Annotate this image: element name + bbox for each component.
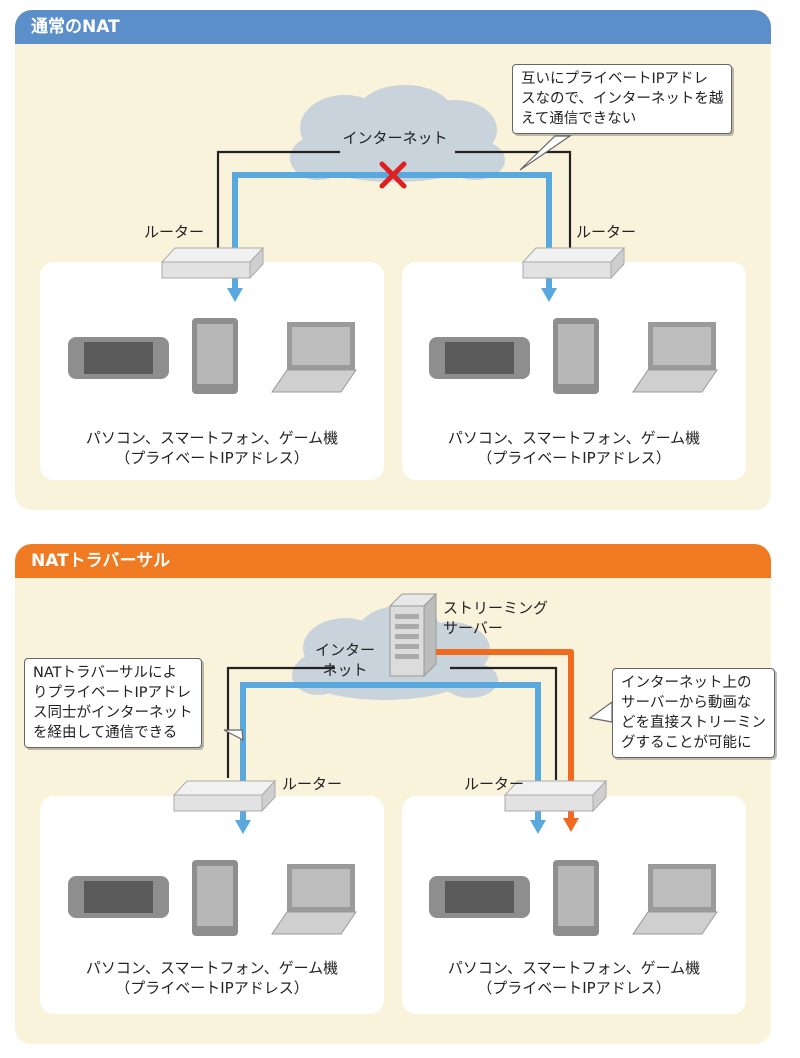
header-normal-nat: 通常のNAT: [15, 10, 771, 44]
smartphone-icon: [553, 860, 599, 936]
router-icon: [172, 779, 277, 813]
cloud-icon: [290, 85, 505, 182]
devices-left-label: パソコン、スマートフォン、ゲーム機 （プライベートIPアドレス）: [85, 959, 339, 997]
note-nat-traversal: NATトラバーサルによ りプライベートIPアドレ ス同士がインターネット を経由…: [24, 658, 202, 748]
router-icon: [503, 779, 608, 813]
server-icon: [388, 592, 438, 678]
laptop-icon: [632, 864, 718, 935]
blue-connection-arrow: [235, 682, 546, 834]
router-right-label: ルーター: [464, 775, 525, 793]
header-nat-traversal: NATトラバーサル: [15, 544, 771, 578]
server-label: ストリーミング サーバー: [443, 599, 549, 637]
router-right-label: ルーター: [576, 223, 637, 241]
router-icon: [521, 246, 626, 280]
router-icon: [160, 246, 265, 280]
router-left-label: ルーター: [144, 223, 205, 241]
smartphone-icon: [192, 860, 238, 936]
devices-left-label: パソコン、スマートフォン、ゲーム機 （プライベートIPアドレス）: [85, 429, 339, 467]
game-console-icon: [429, 337, 530, 379]
cross-icon: [379, 161, 407, 189]
internet-label: インターネット: [342, 129, 448, 147]
game-console-icon: [429, 876, 530, 918]
note-no-communication: 互いにプライベートIPアドレ スなので、インターネットを越 えて通信できない: [512, 64, 733, 134]
internet-label: インター ネット: [314, 641, 375, 679]
smartphone-icon: [192, 318, 238, 394]
devices-right-label: パソコン、スマートフォン、ゲーム機 （プライベートIPアドレス）: [447, 429, 701, 467]
router-left-label: ルーター: [282, 775, 343, 793]
laptop-icon: [632, 322, 718, 393]
orange-streaming-arrow: [436, 649, 579, 832]
game-console-icon: [68, 876, 169, 918]
note-streaming: インターネット上の サーバーから動画な どを直接ストリーミン グすることが可能に: [612, 668, 775, 758]
laptop-icon: [271, 864, 357, 935]
game-console-icon: [68, 337, 169, 379]
smartphone-icon: [553, 318, 599, 394]
devices-right-label: パソコン、スマートフォン、ゲーム機 （プライベートIPアドレス）: [447, 959, 701, 997]
laptop-icon: [271, 322, 357, 393]
